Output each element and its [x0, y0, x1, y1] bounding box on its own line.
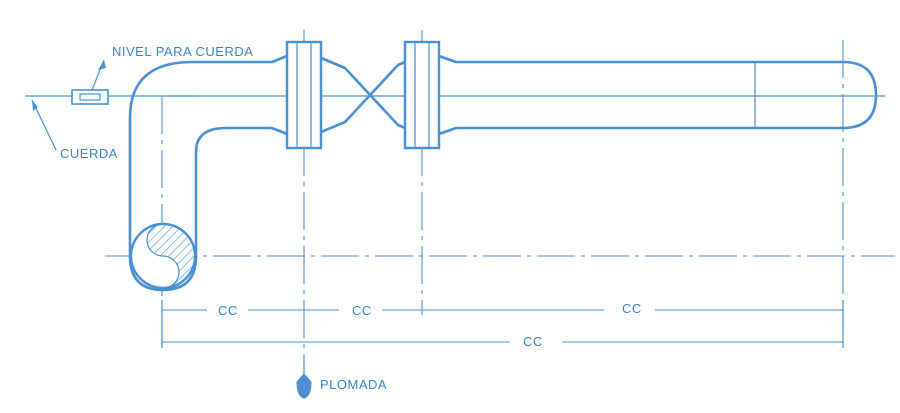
leader-arrow-icon [98, 60, 106, 70]
pipe-nipple [270, 54, 289, 136]
straight-pipe [437, 54, 878, 136]
valve-body [319, 56, 407, 134]
string-level [71, 59, 109, 105]
dimension-cc-2: CC [352, 303, 372, 318]
dimension-cc-1: CC [218, 303, 238, 318]
dimension-lines [161, 300, 844, 348]
elbow-section [129, 222, 197, 290]
flange-1 [285, 40, 323, 150]
dimension-cc-3: CC [622, 301, 642, 316]
flange-2 [403, 40, 441, 150]
plumb-bob-label: PLOMADA [320, 377, 387, 392]
elbow-pipe [128, 60, 274, 292]
string-label: CUERDA [60, 146, 118, 161]
plumb-bob [296, 360, 312, 399]
dimension-cc-total: CC [523, 334, 543, 349]
centerlines [105, 30, 895, 375]
plumb-bob-icon [296, 373, 312, 399]
string-arrow-icon [32, 100, 38, 111]
string-level-label: NIVEL PARA CUERDA [112, 44, 253, 59]
string-leader [31, 99, 57, 151]
